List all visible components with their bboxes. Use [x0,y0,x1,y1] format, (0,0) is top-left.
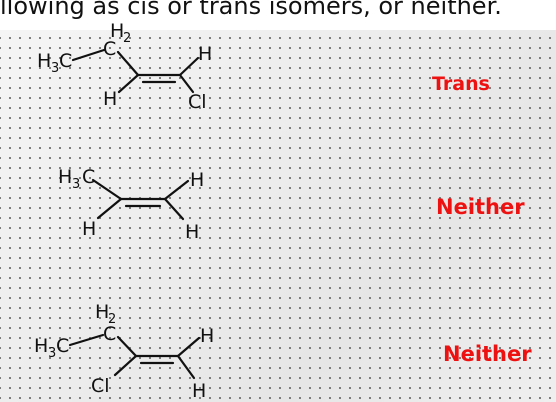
m1-c: C [103,38,116,60]
worksheet-panel [0,30,556,402]
question-header: llowing as cis or trans isomers, or neit… [0,0,556,30]
m1-bond-ch2-c [116,50,140,77]
m2-h3c-h: H [58,166,72,188]
m3-cl: Cl [91,375,110,397]
m1-h2-sub: 2 [123,31,131,46]
m1-h3c-c: C [59,50,72,72]
m3-bond-ch2-c [116,335,138,358]
answer-label-2: Neither [436,195,525,219]
answer-label-3: Neither [443,342,532,366]
m3-h3c-sub: 3 [48,346,56,361]
m3-c: C [103,323,116,345]
m2-h-top-right: H [190,169,204,191]
m2-bond-ch3-c [91,178,123,201]
m3-h3c-h: H [34,335,48,357]
m3-h2-sub: 2 [108,312,116,327]
m3-h3c-c: C [56,335,69,357]
m2-h-bottom-right: H [185,221,199,243]
m2-h-bottom-left: H [82,218,96,240]
m1-h-top-right: H [198,43,212,65]
m1-h2-h: H [110,20,124,42]
m3-bond-c-cl [113,354,138,377]
m3-bond-c-h [176,336,201,358]
m2-h3c-sub: 3 [72,177,80,192]
m3-h2-h: H [95,301,109,323]
m2-h3c-c: C [82,166,95,188]
m1-cl: Cl [188,91,207,113]
m1-bond-c-h [178,56,200,77]
m2-bond-c-h2 [96,197,123,220]
m3-bond-ch3-ch2 [68,333,105,347]
m3-h-bottom-right: H [192,380,206,402]
m1-bond-c-cl [178,73,195,94]
m1-h3c-h: H [37,50,51,72]
m1-bond-c-h2 [117,73,140,94]
m2-bond-c-h3 [163,197,185,221]
m2-bond-c-h [163,179,190,201]
m3-h-top-right: H [200,325,214,347]
answer-label-1: Trans [432,73,490,95]
question-text: llowing as cis or trans isomers, or neit… [0,0,502,20]
m3-bond-c-h2 [176,354,196,380]
m1-h-bottom-left: H [103,88,117,110]
m1-bond-ch3-ch2 [71,48,106,62]
m1-h3c-sub: 3 [51,61,59,76]
